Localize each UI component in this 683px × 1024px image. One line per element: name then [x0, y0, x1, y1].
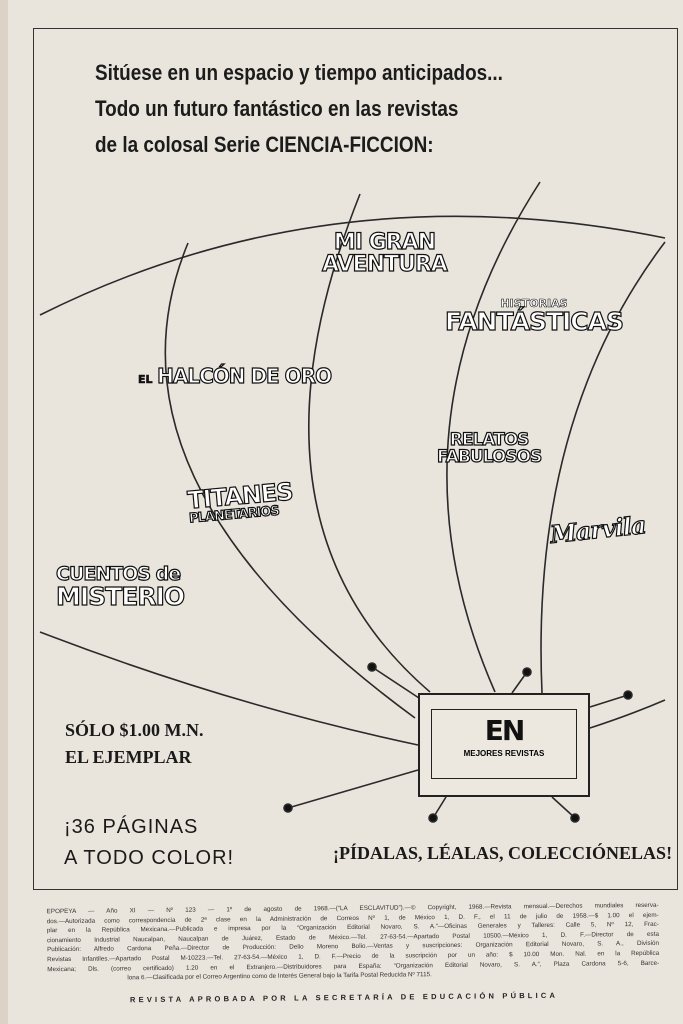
fine-print: EPOPEYA — Año XI — Nº 123 — 1º de agosto… — [47, 901, 660, 984]
logo-text: HALCÓN DE ORO — [157, 364, 333, 388]
headline-line: de la colosal Serie CIENCIA-FICCION: — [95, 132, 434, 157]
meridian-1 — [164, 242, 416, 719]
magazine-page — [8, 0, 683, 1024]
tv-caption: MEJORES REVISTAS — [463, 749, 545, 758]
logo-text: MISTERIO — [55, 582, 185, 611]
meridian-4 — [540, 241, 666, 694]
pages-line: A TODO COLOR! — [64, 847, 235, 869]
tv-set: EN MEJORES REVISTAS — [418, 693, 590, 797]
logo-text: RELATOS — [449, 430, 530, 450]
headline: Sitúese en un espacio y tiempo anticipad… — [95, 55, 503, 163]
meridian-3 — [446, 181, 541, 693]
logo-historias-fantasticas: HISTORIAS FANTÁSTICAS — [444, 297, 624, 336]
en-logo: EN — [484, 714, 526, 747]
globe-bottom-arc-right — [589, 699, 666, 729]
logo-cuentos-de-misterio: CUENTOS de MISTERIO — [55, 563, 185, 611]
logo-text: EL — [138, 373, 153, 386]
logo-text: FANTÁSTICAS — [444, 307, 624, 336]
tv-antennas — [283, 662, 633, 823]
logo-halcon-de-oro: EL HALCÓN DE ORO — [138, 364, 333, 388]
pages-line: ¡36 PÁGINAS — [64, 816, 199, 838]
pages-text: ¡36 PÁGINAS A TODO COLOR! — [64, 812, 234, 874]
meridian-2 — [308, 193, 431, 693]
tv-screen: EN MEJORES REVISTAS — [431, 709, 577, 779]
logo-text: AVENTURA — [321, 252, 448, 277]
logo-mi-gran-aventura: MI GRAN AVENTURA — [321, 230, 448, 277]
price-line: SÓLO $1.00 M.N. — [65, 720, 204, 740]
globe-top-arc — [39, 215, 666, 316]
logo-text: CUENTOS de — [55, 563, 181, 585]
price-line: EL EJEMPLAR — [65, 747, 192, 767]
logo-text: HISTORIAS — [500, 297, 568, 310]
logo-text: MI GRAN — [333, 230, 436, 255]
headline-line: Sitúese en un espacio y tiempo anticipad… — [95, 60, 503, 85]
logo-titanes-planetarios: TITANES PLANETARIOS — [186, 477, 295, 527]
globe-bottom-arc — [39, 631, 419, 746]
logo-text: FABULOSOS — [436, 447, 542, 467]
logo-relatos-fabulosos: RELATOS FABULOSOS — [436, 430, 542, 467]
price-text: SÓLO $1.00 M.N. EL EJEMPLAR — [65, 717, 204, 771]
headline-line: Todo un futuro fantástico en las revista… — [95, 96, 459, 121]
slogan: ¡PÍDALAS, LÉALAS, COLECCIÓNELAS! — [333, 843, 673, 863]
ad-frame — [33, 28, 678, 890]
